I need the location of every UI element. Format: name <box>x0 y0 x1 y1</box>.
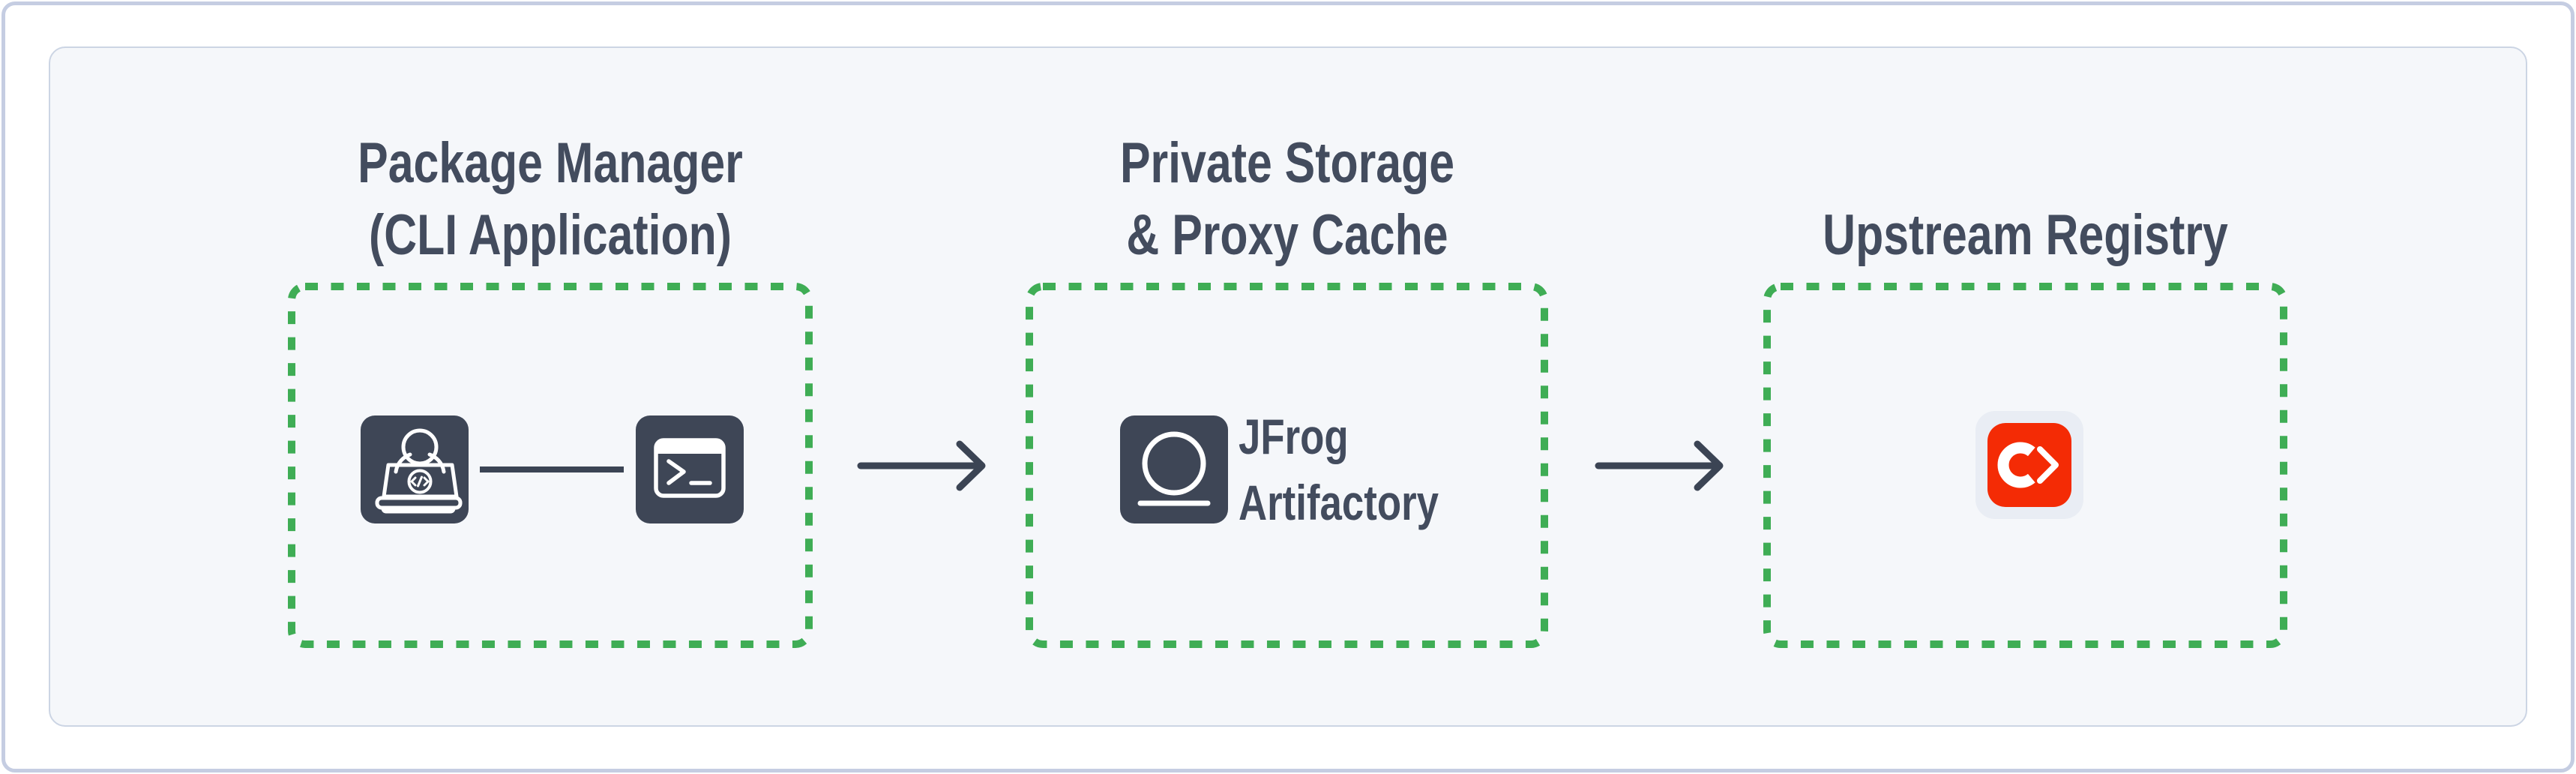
flow-arrow-2 <box>1595 440 1724 491</box>
dashed-box-package-manager <box>288 283 813 648</box>
terminal-icon <box>636 416 744 524</box>
artifactory-label-line: JFrog <box>1239 409 1349 464</box>
code-badge-icon <box>410 476 430 488</box>
title-upstream-registry: Upstream Registry <box>1763 128 2287 272</box>
title-line: Private Storage <box>1119 131 1455 195</box>
dashed-box-upstream-registry <box>1763 283 2287 648</box>
artifactory-label-line: Artifactory <box>1239 475 1439 530</box>
diagram-card <box>49 46 2527 727</box>
title-line: Package Manager <box>358 131 743 195</box>
title-line: (CLI Application) <box>368 203 732 267</box>
flow-arrow-1 <box>857 440 986 491</box>
c-glyph <box>1997 442 2035 488</box>
title-package-manager: Package Manager (CLI Application) <box>288 128 813 272</box>
jfrog-artifactory-icon <box>1120 416 1228 524</box>
title-private-storage: Private Storage & Proxy Cache <box>1026 128 1548 272</box>
developer-laptop-icon <box>361 416 469 524</box>
title-line: Upstream Registry <box>1823 203 2228 267</box>
dashed-box-artifactory <box>1026 283 1548 648</box>
title-line <box>1816 128 2235 200</box>
registry-logo-icon <box>1975 411 2083 519</box>
chevron-right-glyph <box>2037 446 2059 484</box>
artifactory-label: JFrog Artifactory <box>1239 404 1489 536</box>
title-line: & Proxy Cache <box>1126 203 1448 267</box>
